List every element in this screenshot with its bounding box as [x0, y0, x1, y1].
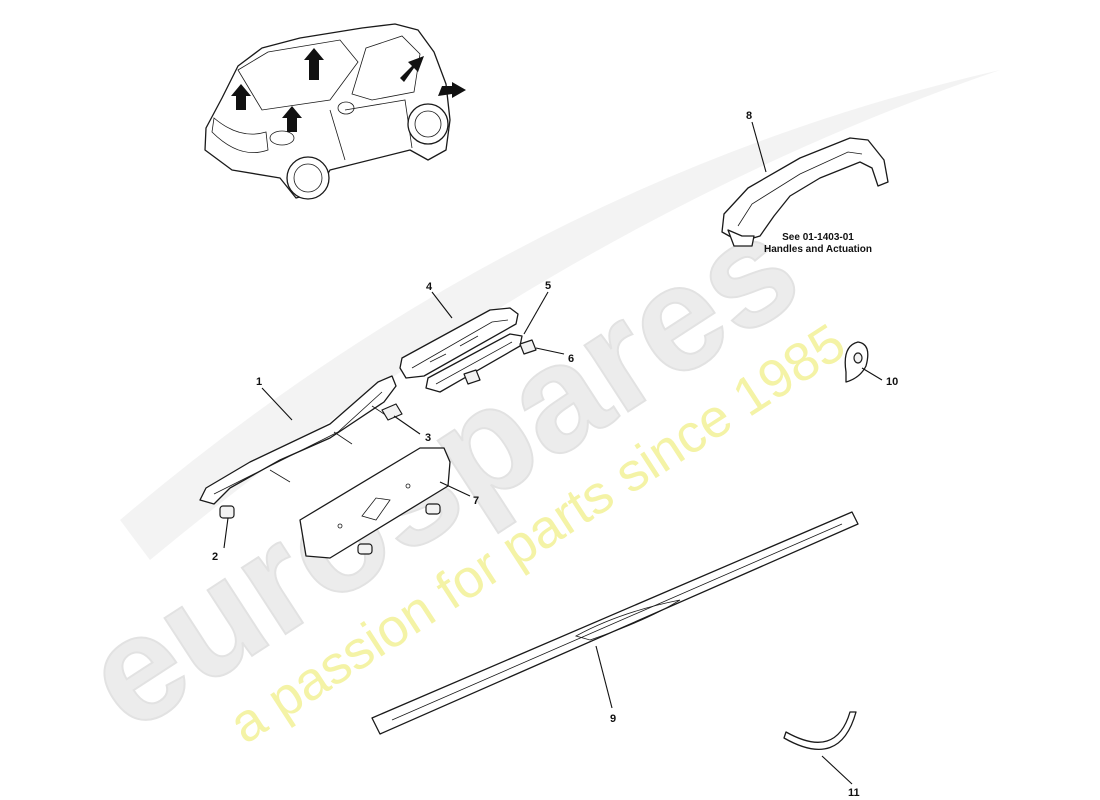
clip-icon — [357, 543, 373, 555]
screw-icon — [381, 403, 403, 421]
clip-body — [357, 543, 373, 555]
trim-panel-detail — [411, 319, 509, 369]
car-headlight — [269, 130, 295, 146]
leader-1 — [261, 387, 293, 421]
car-front-wheel — [286, 156, 330, 200]
bracket-detail — [435, 341, 513, 385]
long-trim-strip-body — [199, 375, 397, 505]
clip-icon — [219, 505, 235, 519]
location-arrow-icon — [400, 56, 424, 82]
sill-plate-inner — [391, 523, 843, 721]
callout-9: 9 — [610, 713, 616, 725]
leader-4 — [431, 291, 453, 319]
door-handle-icon — [721, 137, 889, 247]
screw-head — [381, 403, 403, 421]
reference-note-line2: Handles and Actuation — [764, 244, 872, 255]
car-mirror — [337, 101, 355, 115]
callout-2: 2 — [212, 551, 218, 563]
callout-6: 6 — [568, 353, 574, 365]
car-front-wheel-rim — [293, 163, 323, 193]
grommet-center — [853, 352, 863, 364]
screw-head — [519, 339, 537, 355]
leader-3 — [393, 415, 421, 435]
trim-panel-body — [399, 307, 519, 379]
plate-body — [299, 447, 451, 559]
leader-11 — [821, 755, 853, 785]
leader-10 — [861, 367, 883, 381]
location-arrow-icon — [282, 106, 302, 132]
screw-icon — [463, 369, 481, 385]
plate-hole — [405, 483, 411, 489]
location-arrow-icon — [231, 84, 251, 110]
screw-head — [463, 369, 481, 385]
car-rear-wheel-rim — [414, 110, 442, 138]
sill-plate-badge — [574, 599, 681, 641]
location-arrow-icon — [438, 82, 466, 98]
plate-hole — [337, 523, 343, 529]
leader-lines — [223, 121, 883, 785]
door-handle-body — [721, 137, 889, 243]
clip-body — [219, 505, 235, 519]
callout-1: 1 — [256, 376, 262, 388]
door-handle-inner — [737, 151, 863, 227]
grommet-icon — [844, 341, 869, 383]
plate-icon — [299, 447, 451, 559]
trim-panel-icon — [399, 307, 519, 379]
long-trim-strip-icon — [199, 375, 397, 505]
arc-seal-body — [783, 711, 857, 751]
long-trim-strip-edge — [213, 391, 383, 495]
location-arrow-icon — [304, 48, 324, 80]
callout-7: 7 — [473, 495, 479, 507]
callouts: 1 2 3 4 5 6 7 8 9 10 11 — [212, 110, 898, 799]
car-overview — [204, 23, 466, 200]
bracket-icon — [425, 333, 523, 393]
leader-7 — [439, 481, 471, 497]
callout-11: 11 — [848, 787, 860, 799]
callout-4: 4 — [426, 281, 433, 293]
door-handle-bracket — [727, 229, 755, 247]
callout-8: 8 — [746, 110, 752, 122]
reference-note-line1: See 01-1403-01 — [782, 232, 854, 243]
leader-2 — [223, 517, 229, 549]
callout-10: 10 — [886, 376, 898, 388]
car-side-window — [351, 35, 421, 101]
screw-icon — [519, 339, 537, 355]
leader-6 — [535, 347, 565, 355]
callout-5: 5 — [545, 280, 551, 292]
callout-3: 3 — [425, 432, 431, 444]
watermark-swoosh — [120, 70, 1000, 560]
sill-plate-icon — [371, 511, 859, 735]
clip-body — [425, 503, 441, 515]
plate-logo — [361, 497, 391, 521]
leader-5 — [523, 291, 549, 335]
arc-seal-icon — [783, 711, 857, 751]
leader-8 — [751, 121, 767, 173]
clip-icon — [425, 503, 441, 515]
leader-9 — [595, 645, 613, 709]
car-rear-wheel — [407, 103, 449, 145]
car-grille — [211, 117, 269, 153]
car-windshield — [237, 39, 359, 111]
